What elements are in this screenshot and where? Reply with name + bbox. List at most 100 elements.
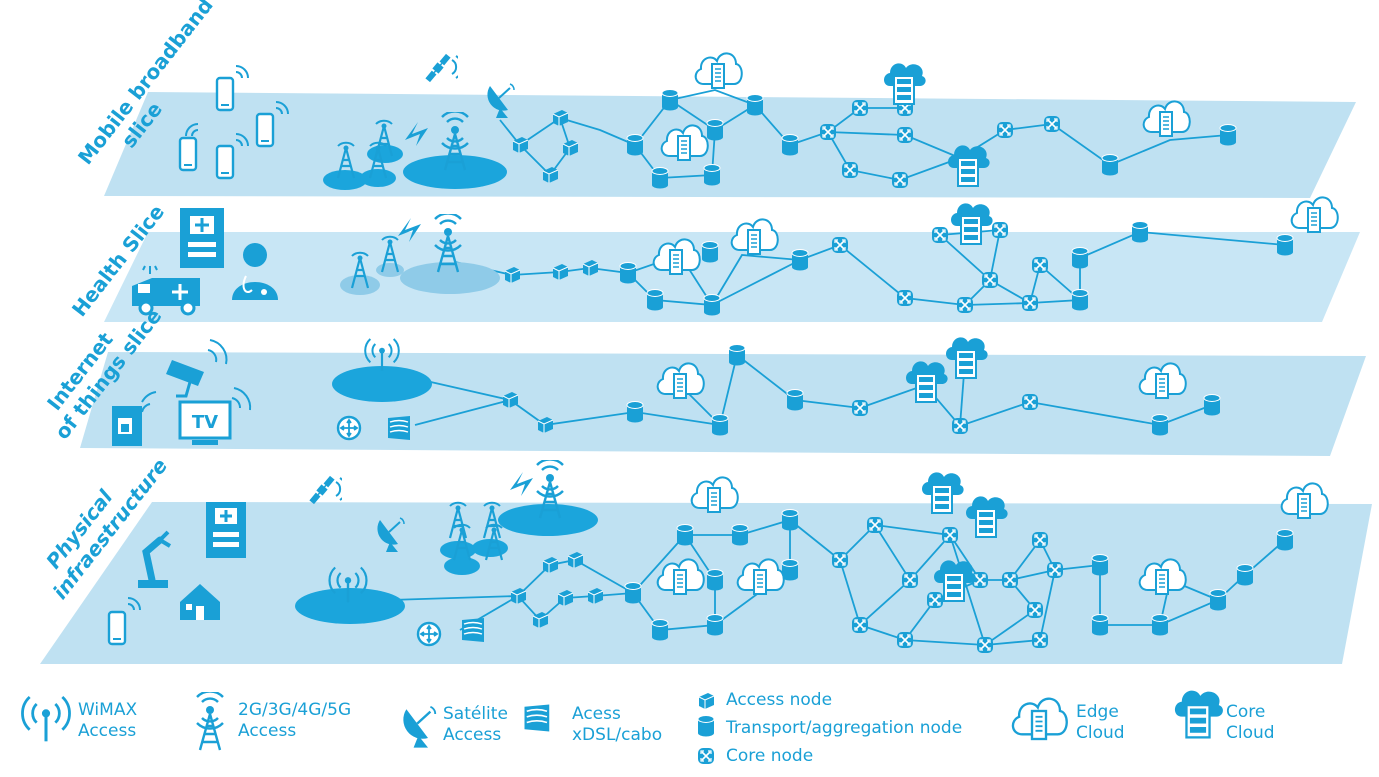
- transport-node: [703, 294, 721, 316]
- iot-wimax-coverage: [332, 366, 432, 402]
- tv-icon: TV: [178, 387, 252, 445]
- transport-node: [1071, 289, 1089, 311]
- transport-node: [706, 119, 724, 141]
- core-node: [851, 616, 869, 634]
- legend-core-cloud-icon: [1173, 689, 1225, 739]
- transport-node: [1131, 221, 1149, 243]
- transport-node: [1236, 564, 1254, 586]
- edge-cloud-icon: [1290, 196, 1339, 233]
- transport-node: [1219, 124, 1237, 146]
- health-cell-coverage-1: [340, 275, 380, 295]
- core-node: [981, 271, 999, 289]
- signal-bolt-icon: [398, 218, 421, 242]
- device-signal-icons: [185, 65, 289, 147]
- transport-node: [624, 582, 642, 604]
- hospital-icon: [206, 502, 246, 558]
- health-cell-coverage-2: [376, 263, 404, 277]
- transport-node: [1276, 234, 1294, 256]
- core-node: [851, 99, 869, 117]
- signal-bolt-icon: [405, 122, 428, 146]
- transport-node: [786, 389, 804, 411]
- mobile-macro-coverage: [403, 155, 507, 189]
- core-node: [841, 161, 859, 179]
- mobile-cell-coverage-3: [360, 169, 396, 187]
- core-node: [1031, 631, 1049, 649]
- legend-cellular-label: 2G/3G/4G/5G Access: [238, 700, 352, 741]
- transport-node: [646, 289, 664, 311]
- core-node: [991, 221, 1009, 239]
- transport-node: [1151, 614, 1169, 636]
- transport-node: [676, 524, 694, 546]
- core-node: [976, 636, 994, 654]
- core-node: [866, 516, 884, 534]
- transport-node: [1071, 247, 1089, 269]
- core-node: [931, 226, 949, 244]
- core-node: [1046, 561, 1064, 579]
- legend-wimax-label: WiMAX Access: [78, 700, 138, 741]
- tv-label: TV: [192, 412, 218, 433]
- transport-node: [1151, 414, 1169, 436]
- transport-node: [651, 167, 669, 189]
- transport-node: [731, 524, 749, 546]
- signal-bolt-icon: [510, 472, 533, 496]
- transport-node: [706, 614, 724, 636]
- transport-node: [1209, 589, 1227, 611]
- edge-cloud-icon: [1280, 482, 1329, 519]
- transport-node: [706, 569, 724, 591]
- core-node: [1031, 256, 1049, 274]
- transport-node: [791, 249, 809, 271]
- legend-satellite-icon: [402, 705, 437, 749]
- transport-node: [703, 164, 721, 186]
- core-node: [996, 121, 1014, 139]
- hospital-icon: [180, 208, 224, 268]
- core-node: [1043, 115, 1061, 133]
- core-node: [901, 571, 919, 589]
- transport-node: [1091, 614, 1109, 636]
- legend-edge-cloud-label: Edge Cloud: [1076, 702, 1125, 743]
- transport-node: [626, 401, 644, 423]
- core-node: [831, 551, 849, 569]
- core-node: [951, 417, 969, 435]
- transport-node: [746, 94, 764, 116]
- health-macro-coverage: [400, 262, 500, 294]
- satellite-icon: [307, 474, 342, 506]
- legend-access-node-icon: [698, 692, 715, 710]
- transport-node: [651, 619, 669, 641]
- ambulance-icon: [132, 265, 200, 316]
- core-node: [1021, 294, 1039, 312]
- mobile-cell-coverage-2: [367, 145, 403, 163]
- core-node: [831, 236, 849, 254]
- physical-cell-coverage-3: [444, 557, 480, 575]
- device-signal-icon: [127, 597, 141, 611]
- security-camera-icon: [166, 339, 228, 398]
- core-node: [896, 126, 914, 144]
- smartphone-icon: [215, 144, 235, 180]
- smartphone-icon: [255, 112, 275, 148]
- transport-node: [1203, 394, 1221, 416]
- core-node: [941, 526, 959, 544]
- transport-node: [1276, 529, 1294, 551]
- transport-node: [619, 262, 637, 284]
- legend-wimax-icon: [20, 695, 72, 743]
- transport-node: [728, 344, 746, 366]
- core-node: [896, 631, 914, 649]
- smartphone-icon: [215, 76, 235, 112]
- core-cloud-icon: [883, 62, 927, 105]
- core-node: [851, 399, 869, 417]
- core-node: [1026, 601, 1044, 619]
- core-node: [891, 171, 909, 189]
- core-node: [956, 296, 974, 314]
- house-icon: [180, 584, 220, 620]
- core-node: [896, 289, 914, 307]
- legend-xdsl-icon: [523, 703, 551, 733]
- legend-core-cloud-label: Core Cloud: [1226, 702, 1275, 743]
- core-node: [819, 123, 837, 141]
- core-node: [1031, 531, 1049, 549]
- smartphone-icon: [178, 136, 198, 172]
- coffee-machine-icon: [112, 391, 157, 446]
- xdsl-modem-icon: [387, 415, 411, 441]
- plane-health: [104, 232, 1360, 322]
- router-icon: [416, 621, 442, 647]
- router-icon: [336, 415, 362, 441]
